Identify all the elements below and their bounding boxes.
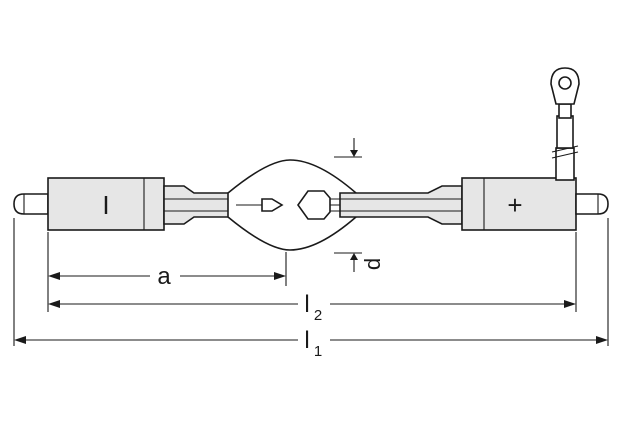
left-electrode — [236, 198, 284, 212]
dim-l2-label: l — [304, 291, 309, 318]
dim-l2-subscript: 2 — [314, 307, 322, 324]
ring-terminal — [550, 67, 580, 105]
cable-lead — [551, 103, 579, 181]
right-end-pin — [575, 193, 609, 215]
plus-sign: + — [507, 190, 522, 220]
dim-l1-subscript: 1 — [314, 343, 322, 360]
left-end-pin — [13, 193, 49, 215]
dim-a-label: a — [157, 263, 171, 290]
dimension-a: a — [48, 263, 286, 290]
dimension-l2: l 2 — [48, 291, 576, 324]
right-socket-base — [461, 177, 577, 231]
dimension-d: d — [334, 138, 385, 272]
minus-sign: I — [102, 190, 109, 220]
dim-d-label: d — [360, 258, 385, 270]
dim-l1-label: l — [304, 327, 309, 354]
right-electrode — [297, 190, 350, 220]
dimension-l1: l 1 — [14, 327, 608, 360]
